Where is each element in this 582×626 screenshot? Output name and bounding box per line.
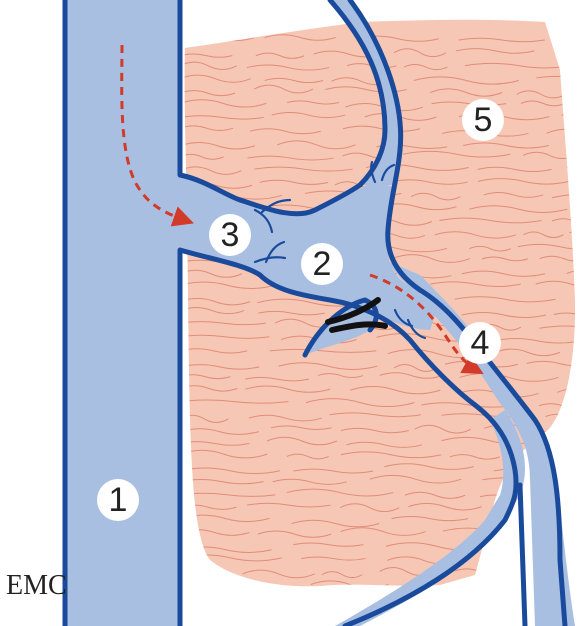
tissue-fiber xyxy=(483,558,582,565)
tissue-fiber xyxy=(569,144,582,149)
tissue-fiber xyxy=(180,585,289,590)
tissue-fiber xyxy=(567,166,582,169)
label-3: 3 xyxy=(209,214,251,256)
label-4: 4 xyxy=(459,322,501,364)
tissue-fiber xyxy=(573,379,582,383)
tissue-fiber xyxy=(180,35,254,41)
tissue-fiber xyxy=(314,597,379,604)
label-2-text: 2 xyxy=(313,245,332,283)
tissue-fiber xyxy=(576,91,582,95)
tissue-fiber xyxy=(577,101,582,105)
tissue-fiber xyxy=(576,297,582,304)
tissue-fiber xyxy=(244,597,296,604)
label-5-text: 5 xyxy=(474,101,493,139)
tissue-fiber xyxy=(180,593,237,600)
tissue-fiber xyxy=(180,573,236,579)
tissue-fiber xyxy=(555,38,582,42)
label-1-text: 1 xyxy=(109,481,128,519)
tissue-fiber xyxy=(562,112,582,119)
tissue-fiber xyxy=(579,430,582,433)
emc-logo: EMC xyxy=(6,570,67,601)
label-3-text: 3 xyxy=(221,216,240,254)
label-1: 1 xyxy=(97,479,139,521)
label-5: 5 xyxy=(462,99,504,141)
tissue-fiber xyxy=(557,440,582,448)
label-2: 2 xyxy=(301,243,343,285)
tissue-fiber xyxy=(554,48,582,53)
label-4-text: 4 xyxy=(471,324,490,362)
